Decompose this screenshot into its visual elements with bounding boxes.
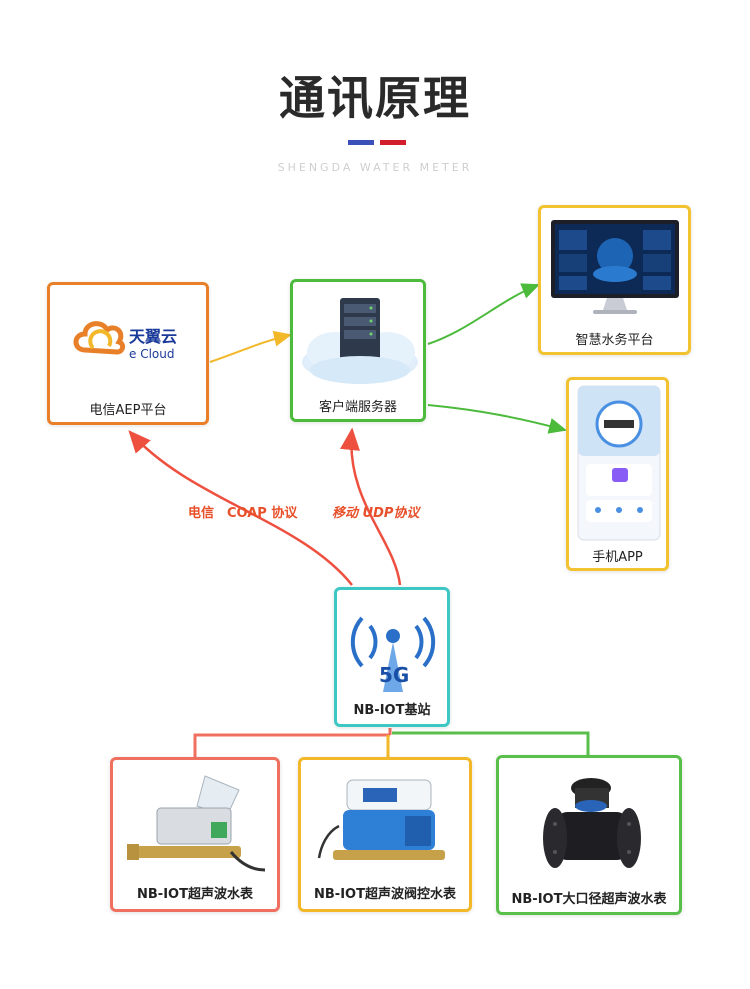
smart-water-platform-label: 智慧水务平台 — [575, 333, 654, 348]
arrow-station-to-server — [340, 427, 402, 586]
phone-app-icon — [577, 385, 661, 541]
valve-meter-node: NB-IOT超声波阀控水表 — [298, 757, 472, 912]
5g-badge: 5G — [379, 663, 409, 687]
client-server-label: 客户端服务器 — [318, 400, 397, 415]
arrow-server-to-platform — [427, 283, 540, 345]
server-cloud-icon — [302, 298, 418, 384]
nb-iot-station-node: 5G NB-IOT基站 — [334, 587, 450, 727]
title-accent-blue — [348, 140, 374, 145]
tree-branch-meter3 — [392, 731, 590, 757]
arrow-station-to-aep — [128, 430, 353, 586]
tianyi-cloud-logo-cn: 天翼云 — [129, 327, 177, 346]
coap-protocol-label: 电信 COAP 协议 — [188, 506, 298, 521]
arrow-aep-to-server — [209, 330, 292, 363]
title-accent-red — [380, 140, 406, 145]
tianyi-cloud-logo-en: e Cloud — [129, 347, 174, 361]
large-caliber-meter-label: NB-IOT大口径超声波水表 — [511, 892, 667, 907]
monitor-dashboard-icon — [551, 220, 679, 314]
ultrasonic-meter-label: NB-IOT超声波水表 — [137, 887, 253, 902]
mobile-app-node: 手机APP — [566, 377, 669, 571]
ultrasonic-meter-node: NB-IOT超声波水表 — [110, 757, 280, 912]
valve-meter-icon — [317, 779, 445, 860]
aep-platform-label: 电信AEP平台 — [89, 403, 167, 418]
large-caliber-meter-icon — [543, 778, 641, 868]
tree-branch-meter1 — [193, 733, 390, 757]
tianyi-cloud-logo: 天翼云 e Cloud — [73, 321, 177, 361]
nb-iot-station-label: NB-IOT基站 — [353, 703, 431, 718]
client-server-node: 客户端服务器 — [290, 279, 426, 422]
mobile-app-label: 手机APP — [592, 550, 643, 565]
page-subtitle: SHENGDA WATER METER — [277, 161, 473, 174]
ultrasonic-meter-icon — [127, 775, 266, 872]
signal-tower-icon: 5G — [350, 616, 436, 692]
large-caliber-meter-node: NB-IOT大口径超声波水表 — [496, 755, 682, 915]
page-title: 通讯原理 — [279, 71, 471, 125]
valve-meter-label: NB-IOT超声波阀控水表 — [314, 887, 456, 902]
smart-water-platform-node: 智慧水务平台 — [538, 205, 691, 355]
arrow-server-to-app — [427, 404, 567, 434]
udp-protocol-label: 移动 UDP协议 — [332, 506, 420, 521]
aep-platform-node: 天翼云 e Cloud 电信AEP平台 — [47, 282, 209, 425]
